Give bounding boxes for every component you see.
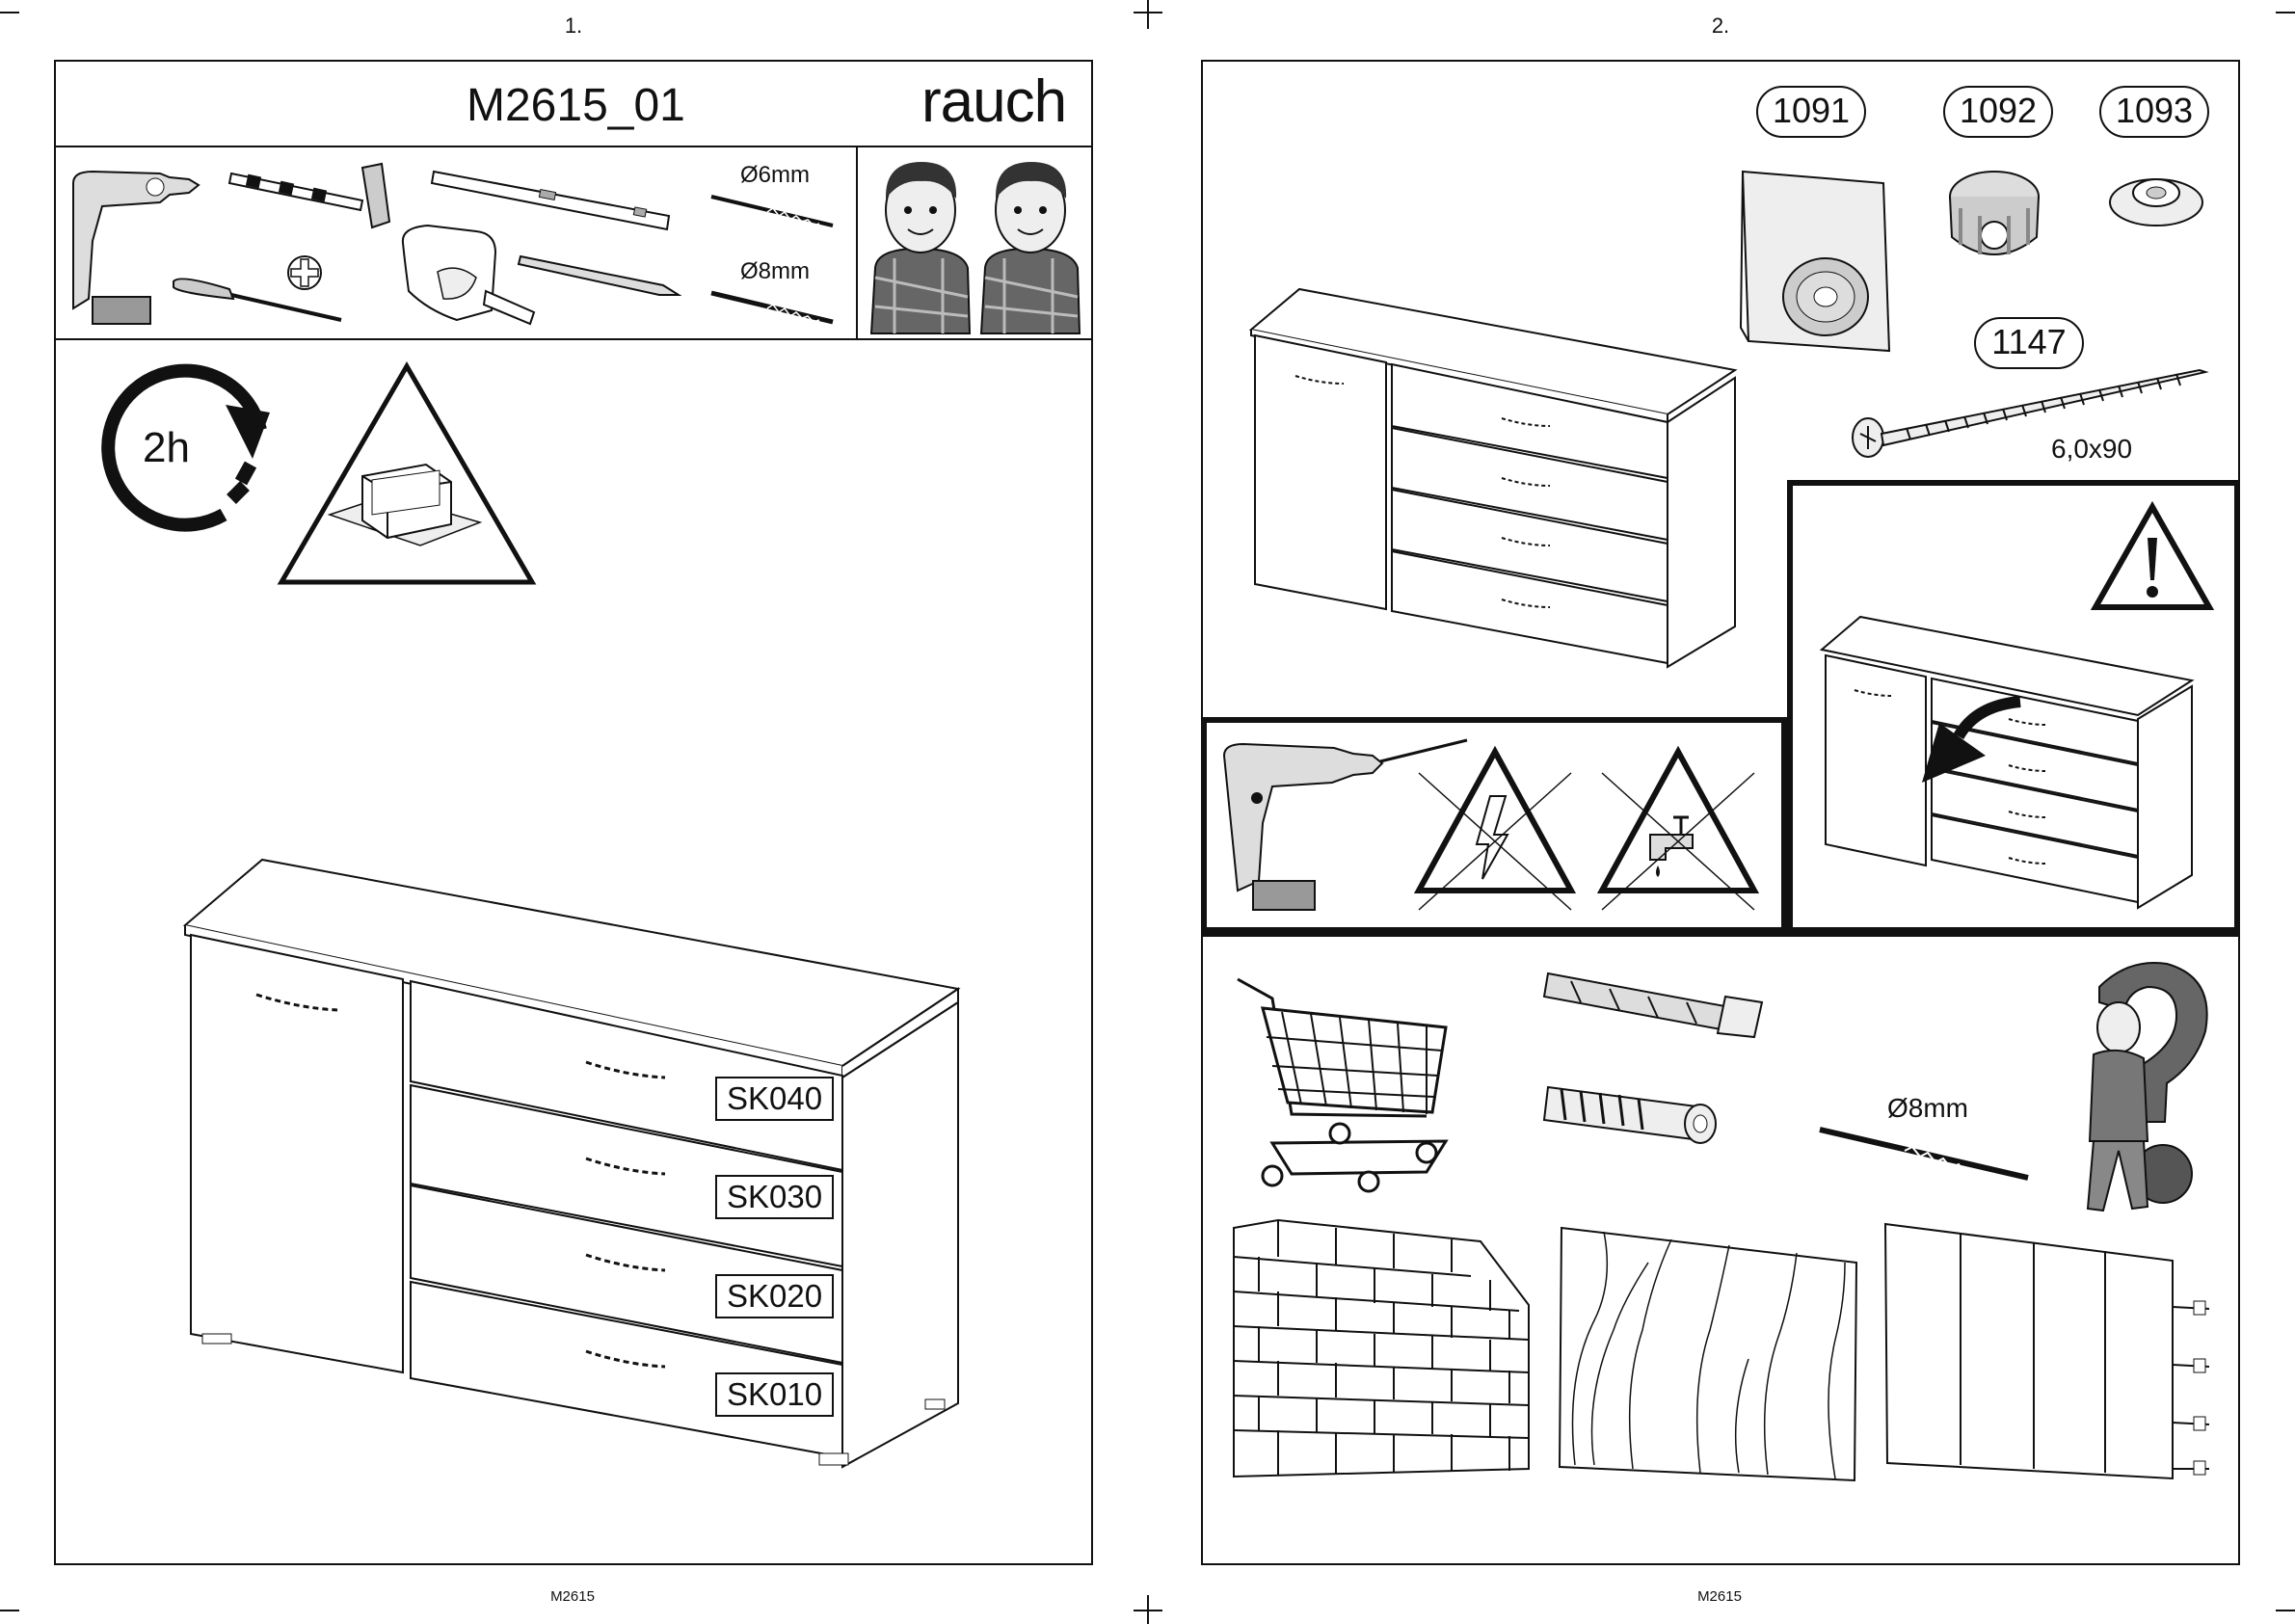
assembly-time: 2h: [143, 424, 190, 472]
no-electric-icon: [1413, 748, 1577, 912]
page-number: 2.: [1692, 13, 1749, 39]
crop-mark: [2276, 1610, 2295, 1611]
crop-mark: [0, 1610, 19, 1611]
page-footer: M2615: [1662, 1588, 1777, 1605]
no-water-pipe-icon: [1596, 748, 1760, 912]
connector-nut-icon: [1941, 158, 2047, 274]
phillips-head-icon: [285, 253, 324, 292]
drawer-label-sk040: SK040: [715, 1077, 834, 1121]
drill-bit-icon: [709, 289, 837, 328]
crop-mark: [1134, 12, 1162, 13]
part-number-1147: 1147: [1974, 317, 2084, 369]
warning-icon: [2092, 503, 2213, 611]
dresser-illustration: [183, 854, 974, 1471]
drawer-label-sk030: SK030: [715, 1175, 834, 1219]
crop-mark: [1134, 1610, 1162, 1611]
dresser-illustration: [1249, 285, 1741, 671]
part-number-1093: 1093: [2099, 86, 2209, 138]
drill-bit-icon: [709, 193, 837, 231]
washer-icon: [2105, 162, 2207, 229]
brick-wall-icon: [1230, 1218, 1531, 1480]
drill-bit-size-6: Ø6mm: [740, 162, 810, 189]
hammer-icon: [227, 164, 391, 231]
page-number: 1.: [545, 13, 602, 39]
part-number-1092: 1092: [1943, 86, 2053, 138]
screw-icon: [1849, 362, 2215, 459]
tip-over-arrow-icon: [1918, 694, 2024, 790]
section-divider: [1201, 933, 2240, 937]
persons-divider: [856, 146, 858, 339]
page-footer: M2615: [515, 1588, 630, 1605]
pencil-icon: [519, 253, 682, 301]
wood-wall-icon: [1556, 1224, 1860, 1484]
shopping-cart-icon: [1234, 970, 1455, 1191]
drill-bit-size: Ø8mm: [1887, 1093, 1968, 1124]
crop-mark: [2276, 12, 2295, 13]
drill-bit-size-8: Ø8mm: [740, 258, 810, 285]
drawer-label-sk020: SK020: [715, 1274, 834, 1318]
floor-protection-warning-icon: [276, 360, 538, 588]
drywall-icon: [1883, 1222, 2211, 1482]
question-person-icon: [2070, 958, 2215, 1228]
crop-mark: [0, 12, 19, 13]
drawer-label-sk010: SK010: [715, 1372, 834, 1417]
adhesive-pad-icon: [1739, 162, 1893, 355]
wall-plug-icon: [1542, 1078, 1725, 1155]
drill-bit-icon: [1818, 1126, 2032, 1184]
two-persons-icon: [866, 152, 1087, 335]
crop-mark: [1147, 0, 1149, 29]
part-number-1091: 1091: [1756, 86, 1866, 138]
screw-size: 6,0x90: [2051, 434, 2132, 465]
tools-divider: [54, 338, 1093, 340]
model-title: M2615_01: [467, 79, 685, 132]
brand-logo: rauch: [921, 67, 1066, 136]
wall-plug-icon: [1542, 964, 1764, 1041]
header-divider: [54, 146, 1093, 147]
